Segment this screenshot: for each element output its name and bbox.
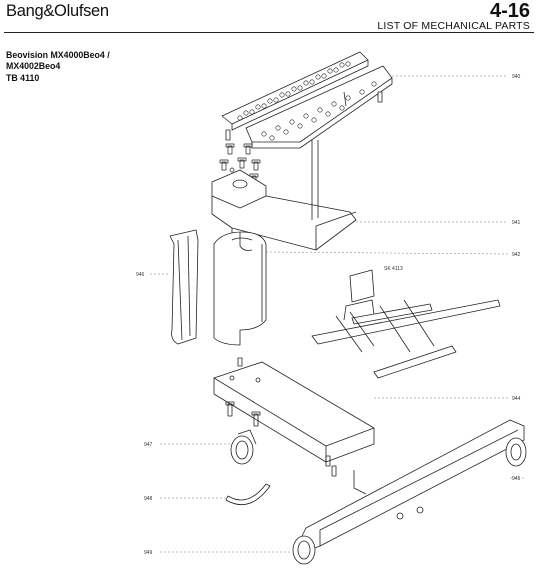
cable-clip <box>225 483 271 505</box>
side-cover <box>169 229 199 345</box>
top-bracket-assembly <box>221 51 393 149</box>
header-rule <box>4 32 534 33</box>
callout-945: 945 <box>512 476 521 482</box>
model-line-3: TB 4110 <box>6 73 40 83</box>
callout-941: 941 <box>512 220 521 226</box>
sk-frame <box>311 269 501 379</box>
callout-948: 948 <box>144 496 153 502</box>
callout-949: 949 <box>144 550 153 556</box>
page-number: 4-16 <box>489 0 530 22</box>
leader-lines <box>150 75 524 553</box>
model-line-2: MX4002Beo4 <box>6 61 61 71</box>
brand-logo: Bang&Olufsen <box>6 2 109 20</box>
model-line-1: Beovision MX4000Beo4 / <box>6 50 110 60</box>
foot-rail <box>292 419 527 565</box>
callout-947: 947 <box>144 442 153 448</box>
column-top-block <box>211 140 357 251</box>
callout-942: 942 <box>512 252 521 258</box>
left-caster <box>225 401 261 465</box>
column-tube <box>213 231 267 346</box>
callout-940: 940 <box>512 74 521 80</box>
callout-sk: SK 4113 <box>384 266 403 272</box>
page-title: LIST OF MECHANICAL PARTS <box>377 20 530 32</box>
callout-946: 946 <box>136 272 145 278</box>
base-plate <box>213 357 375 463</box>
callout-944: 944 <box>512 396 521 402</box>
